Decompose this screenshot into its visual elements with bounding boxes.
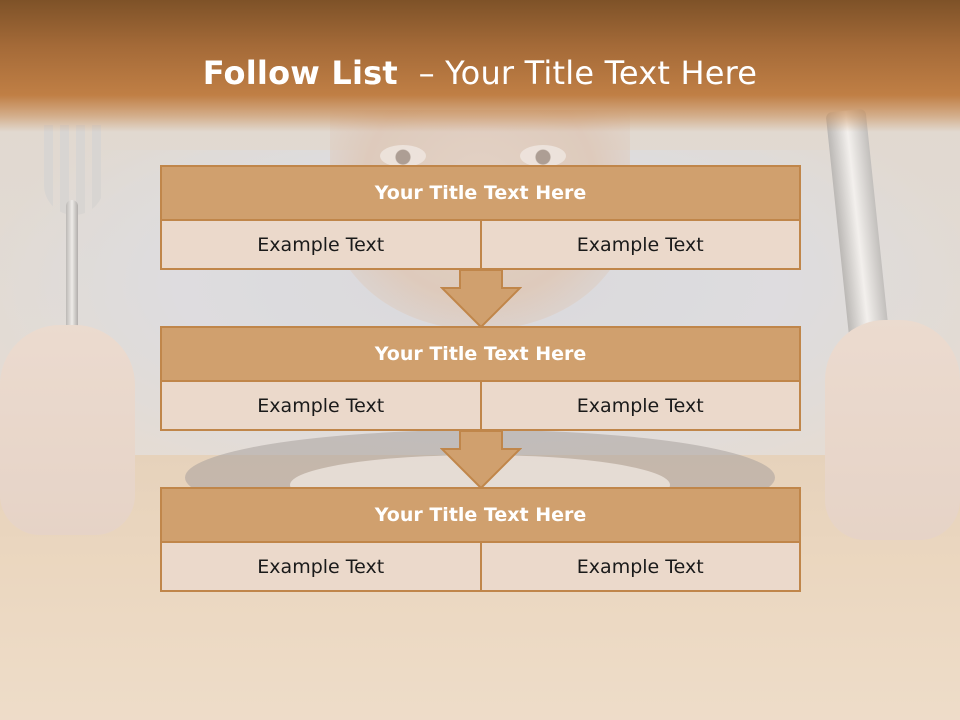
block-cell-left: Example Text — [160, 543, 482, 592]
page-title-bold: Follow List — [202, 54, 398, 92]
list-block-1: Your Title Text Here Example Text Exampl… — [160, 165, 801, 270]
page-title: Follow List – Your Title Text Here — [0, 54, 960, 92]
left-hand — [0, 325, 135, 535]
block-title: Your Title Text Here — [160, 165, 801, 221]
block-cell-left: Example Text — [160, 221, 482, 270]
header-band: Follow List – Your Title Text Here — [0, 0, 960, 132]
right-eye — [520, 145, 566, 167]
block-row: Example Text Example Text — [160, 382, 801, 431]
block-title: Your Title Text Here — [160, 326, 801, 382]
block-row: Example Text Example Text — [160, 221, 801, 270]
left-eye — [380, 145, 426, 167]
block-title: Your Title Text Here — [160, 487, 801, 543]
block-cell-right: Example Text — [481, 221, 801, 270]
down-arrow-icon — [440, 431, 522, 489]
block-row: Example Text Example Text — [160, 543, 801, 592]
page-title-rest: – Your Title Text Here — [418, 54, 758, 92]
fork-handle — [66, 200, 78, 360]
right-hand — [825, 320, 960, 540]
list-block-2: Your Title Text Here Example Text Exampl… — [160, 326, 801, 431]
down-arrow-icon — [440, 270, 522, 328]
block-cell-left: Example Text — [160, 382, 482, 431]
block-cell-right: Example Text — [481, 382, 801, 431]
block-cell-right: Example Text — [481, 543, 801, 592]
list-block-3: Your Title Text Here Example Text Exampl… — [160, 487, 801, 592]
